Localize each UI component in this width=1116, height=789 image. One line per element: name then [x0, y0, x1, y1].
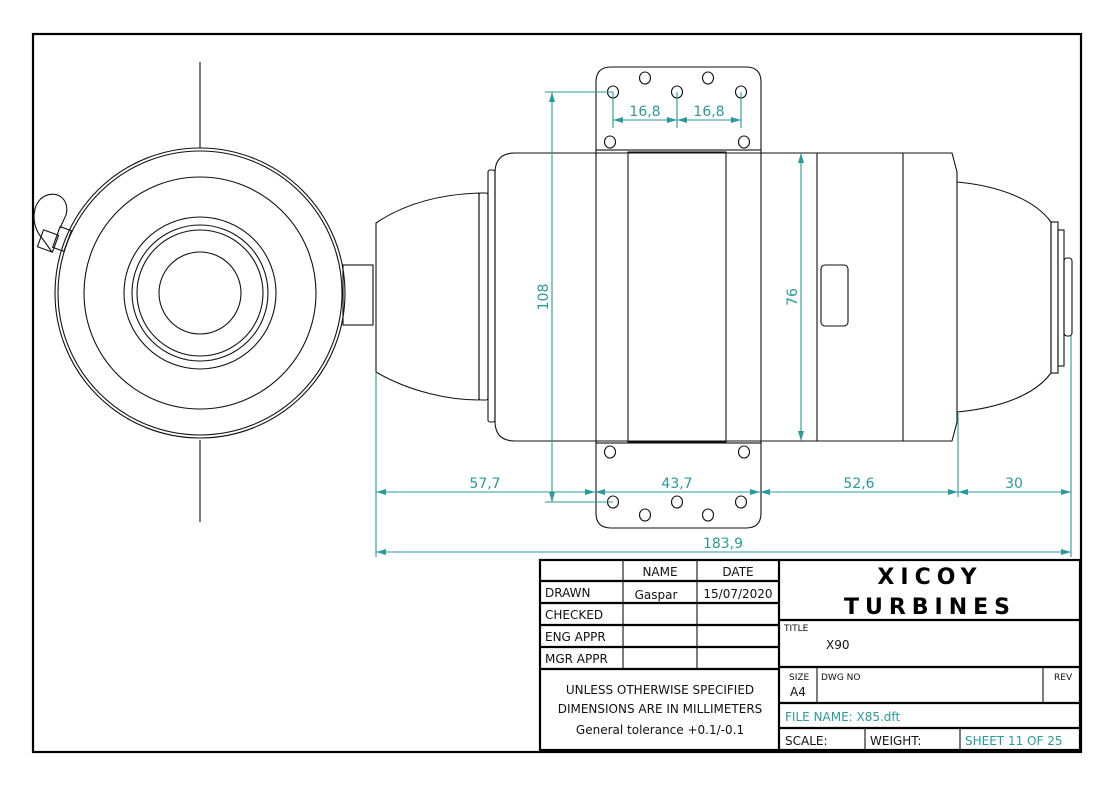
header-name: NAME: [642, 565, 677, 579]
dim-hole-spacing-right: 16,8: [693, 104, 724, 120]
dim-exhaust-length: 30: [1005, 476, 1023, 492]
mount-plate-bottom: [595, 442, 762, 529]
rev-label: REV: [1054, 673, 1073, 683]
row-mgr-appr-label: MGR APPR: [545, 652, 608, 666]
note-line-1: UNLESS OTHERWISE SPECIFIED: [566, 683, 754, 697]
dim-body-diameter: 76: [785, 288, 801, 306]
side-boss: [342, 264, 374, 326]
dimensions: 16,8 16,8 108 76 57,7 43,7 52,6 30 183,9: [375, 91, 1072, 557]
row-drawn-name: Gaspar: [635, 588, 678, 602]
scale-label: SCALE:: [785, 734, 828, 748]
intake-bore-circle: [158, 251, 242, 335]
exhaust-dome: [956, 181, 1052, 413]
row-drawn-label: DRAWN: [545, 586, 591, 600]
dim-hole-spacing-left: 16,8: [629, 104, 660, 120]
row-eng-appr-label: ENG APPR: [545, 630, 606, 644]
front-view: [33, 62, 374, 522]
row-drawn-date: 15/07/2020: [703, 587, 772, 601]
header-date: DATE: [722, 565, 753, 579]
side-view: [375, 66, 1073, 529]
dim-overall-length: 183,9: [703, 536, 743, 552]
sheet-number: SHEET 11 OF 25: [965, 734, 1062, 748]
note-line-2: DIMENSIONS ARE IN MILLIMETERS: [558, 702, 763, 716]
fuel-fitting: [33, 193, 73, 253]
weight-label: WEIGHT:: [870, 734, 921, 748]
dwg-no-label: DWG NO: [821, 673, 860, 683]
mount-band: [595, 149, 762, 444]
title-label: TITLE: [783, 624, 809, 634]
engine-body: [494, 152, 958, 442]
dim-intake-length: 57,7: [469, 476, 500, 492]
intake-dome: [375, 192, 480, 401]
outer-casing-circle: [54, 147, 346, 439]
row-checked-label: CHECKED: [545, 608, 603, 622]
note-line-3: General tolerance +0.1/-0.1: [576, 723, 744, 737]
mount-plate-top: [595, 66, 762, 151]
file-name: FILE NAME: X85.dft: [785, 710, 900, 724]
logo-line-2: TURBINES: [844, 595, 1016, 620]
size-value: A4: [790, 685, 806, 699]
logo-line-1: XICOY: [877, 565, 982, 590]
size-label: SIZE: [789, 673, 810, 683]
mount-holes: [603, 71, 751, 522]
title-block: NAME DATE DRAWN Gaspar 15/07/2020 CHECKE…: [538, 558, 1082, 752]
sheet-border: [31, 32, 1083, 754]
dim-mount-width: 43,7: [661, 476, 692, 492]
dim-body-rear-length: 52,6: [843, 476, 874, 492]
dim-mount-height: 108: [536, 284, 552, 311]
drawing-title: X90: [826, 638, 850, 652]
label-plate: [820, 264, 849, 327]
